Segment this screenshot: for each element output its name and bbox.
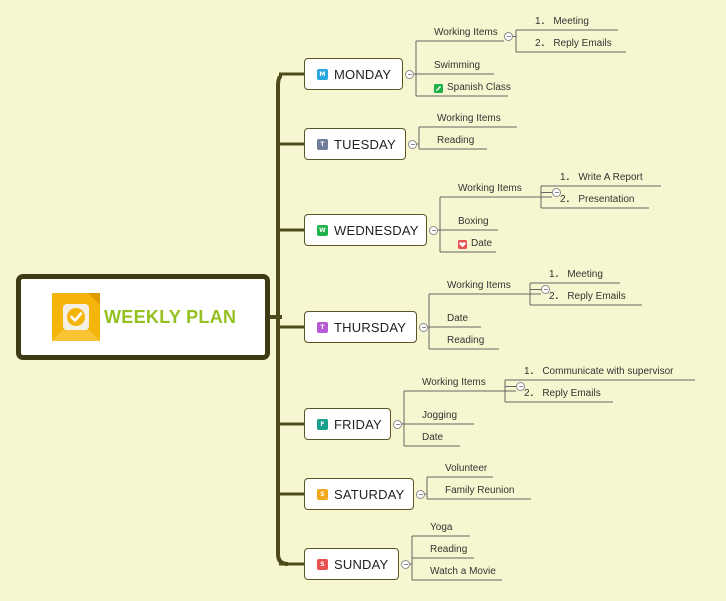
day-label: TUESDAY xyxy=(334,136,396,152)
day-node-tuesday[interactable]: T TUESDAY xyxy=(304,128,406,160)
topic-label: Jogging xyxy=(422,410,458,421)
subtopic-label: 2． Reply Emails xyxy=(535,38,612,49)
collapse-toggle-icon[interactable] xyxy=(552,188,561,197)
day-label: SATURDAY xyxy=(334,486,405,502)
day-badge-icon: F xyxy=(317,418,328,430)
pencil-icon xyxy=(434,83,443,93)
topic-item[interactable]: Volunteer xyxy=(445,463,487,475)
day-badge-icon: M xyxy=(317,68,328,80)
topic-item[interactable]: Watch a Movie xyxy=(430,566,496,578)
subtopic-item[interactable]: 1． Write A Report xyxy=(560,172,643,184)
subtopic-item[interactable]: 1． Meeting xyxy=(535,16,589,28)
subtopic-item[interactable]: 2． Presentation xyxy=(560,194,635,206)
topic-label: Working Items xyxy=(458,183,522,194)
subtopic-item[interactable]: 1． Meeting xyxy=(549,269,603,281)
day-badge-icon: W xyxy=(317,224,328,236)
subtopic-item[interactable]: 1． Communicate with supervisor xyxy=(524,366,674,378)
subtopic-label: 2． Reply Emails xyxy=(524,388,601,399)
collapse-toggle-icon[interactable] xyxy=(419,322,428,332)
topic-item[interactable]: Date xyxy=(422,432,443,444)
topic-item[interactable]: Working Items xyxy=(434,27,498,39)
collapse-toggle-icon[interactable] xyxy=(516,382,525,391)
day-badge-icon: S xyxy=(317,558,328,570)
day-node-sunday[interactable]: S SUNDAY xyxy=(304,548,399,580)
topic-label: Date xyxy=(447,313,469,324)
subtopic-label: 2． Presentation xyxy=(560,194,635,205)
topic-label: Reading xyxy=(447,335,485,346)
day-badge-icon: T xyxy=(317,138,328,150)
subtopic-label: 1． Meeting xyxy=(549,269,603,280)
collapse-toggle-icon[interactable] xyxy=(393,419,402,429)
day-badge-icon: T xyxy=(317,321,328,333)
topic-item[interactable]: Working Items xyxy=(437,113,501,125)
subtopic-item[interactable]: 2． Reply Emails xyxy=(524,388,601,400)
day-label: SUNDAY xyxy=(334,556,389,572)
heart-icon xyxy=(458,239,467,249)
topic-item[interactable]: Working Items xyxy=(447,280,511,292)
topic-item[interactable]: Jogging xyxy=(422,410,457,422)
topic-label: Working Items xyxy=(447,280,511,291)
topic-label: Date xyxy=(471,238,493,249)
topic-item[interactable]: Family Reunion xyxy=(445,485,514,497)
topic-item[interactable]: Swimming xyxy=(434,60,480,72)
topic-item[interactable]: Yoga xyxy=(430,522,452,534)
trunk-line xyxy=(276,74,289,566)
subtopic-label: 1． Communicate with supervisor xyxy=(524,366,674,377)
subtopic-label: 1． Meeting xyxy=(535,16,589,27)
topic-item[interactable]: Date xyxy=(458,238,492,250)
collapse-toggle-icon[interactable] xyxy=(504,32,513,41)
root-topic[interactable]: WEEKLY PLAN xyxy=(16,274,270,360)
topic-label: Working Items xyxy=(434,27,498,38)
topic-label: Working Items xyxy=(422,377,486,388)
topic-item[interactable]: Reading xyxy=(447,335,484,347)
topic-item[interactable]: Reading xyxy=(437,135,474,147)
day-label: MONDAY xyxy=(334,66,392,82)
root-title: WEEKLY PLAN xyxy=(104,306,237,327)
topic-item[interactable]: Spanish Class xyxy=(434,82,511,94)
day-node-friday[interactable]: F FRIDAY xyxy=(304,408,391,440)
subtopic-label: 2． Reply Emails xyxy=(549,291,626,302)
day-label: FRIDAY xyxy=(334,416,382,432)
topic-label: Date xyxy=(422,432,444,443)
topic-item[interactable]: Working Items xyxy=(458,183,522,195)
collapse-toggle-icon[interactable] xyxy=(408,139,417,149)
subtopic-item[interactable]: 2． Reply Emails xyxy=(535,38,612,50)
subtopic-item[interactable]: 2． Reply Emails xyxy=(549,291,626,303)
topic-label: Family Reunion xyxy=(445,485,515,496)
collapse-toggle-icon[interactable] xyxy=(429,225,438,235)
topic-item[interactable]: Reading xyxy=(430,544,467,556)
topic-item[interactable]: Boxing xyxy=(458,216,489,228)
topic-item[interactable]: Date xyxy=(447,313,468,325)
day-label: THURSDAY xyxy=(334,319,407,335)
collapse-toggle-icon[interactable] xyxy=(416,489,425,499)
topic-label: Boxing xyxy=(458,216,489,227)
collapse-toggle-icon[interactable] xyxy=(405,69,414,79)
topic-label: Spanish Class xyxy=(447,82,511,93)
day-node-saturday[interactable]: S SATURDAY xyxy=(304,478,414,510)
topic-label: Working Items xyxy=(437,113,501,124)
day-label: WEDNESDAY xyxy=(334,222,419,238)
calendar-check-icon xyxy=(52,293,100,341)
day-node-wednesday[interactable]: W WEDNESDAY xyxy=(304,214,427,246)
topic-label: Watch a Movie xyxy=(430,566,496,577)
collapse-toggle-icon[interactable] xyxy=(541,285,550,294)
topic-label: Swimming xyxy=(434,60,481,71)
topic-label: Reading xyxy=(437,135,475,146)
topic-item[interactable]: Working Items xyxy=(422,377,486,389)
day-badge-icon: S xyxy=(317,488,328,500)
day-node-thursday[interactable]: T THURSDAY xyxy=(304,311,417,343)
day-node-monday[interactable]: M MONDAY xyxy=(304,58,403,90)
collapse-toggle-icon[interactable] xyxy=(401,559,410,569)
topic-label: Reading xyxy=(430,544,468,555)
topic-label: Yoga xyxy=(430,522,453,533)
topic-label: Volunteer xyxy=(445,463,488,474)
subtopic-label: 1． Write A Report xyxy=(560,172,643,183)
